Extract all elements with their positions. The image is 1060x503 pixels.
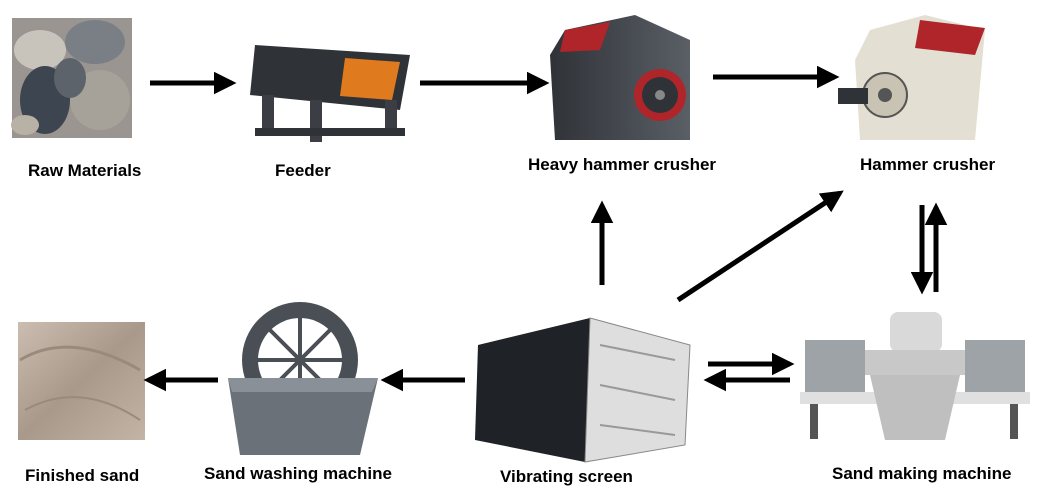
raw-materials-image (11, 18, 132, 138)
heavy-hammer-crusher-image (550, 15, 690, 140)
arrow-screen-to-hammer (676, 190, 844, 303)
sand-making-machine-image (800, 312, 1030, 440)
vibrating-screen-image (475, 317, 691, 463)
feeder-label: Feeder (275, 161, 331, 180)
hammer-crusher-image (838, 15, 985, 140)
hammer-crusher-label: Hammer crusher (860, 155, 996, 174)
raw-materials-label: Raw Materials (28, 161, 142, 180)
sand-washing-machine-label: Sand washing machine (204, 464, 392, 483)
sand-washing-machine-image (228, 302, 378, 455)
finished-sand-label: Finished sand (25, 466, 140, 485)
feeder-image (250, 45, 410, 142)
sand-making-machine-label: Sand making machine (832, 464, 1012, 483)
vibrating-screen-label: Vibrating screen (500, 467, 633, 486)
heavy-hammer-crusher-label: Heavy hammer crusher (528, 155, 717, 174)
finished-sand-image (18, 322, 145, 440)
